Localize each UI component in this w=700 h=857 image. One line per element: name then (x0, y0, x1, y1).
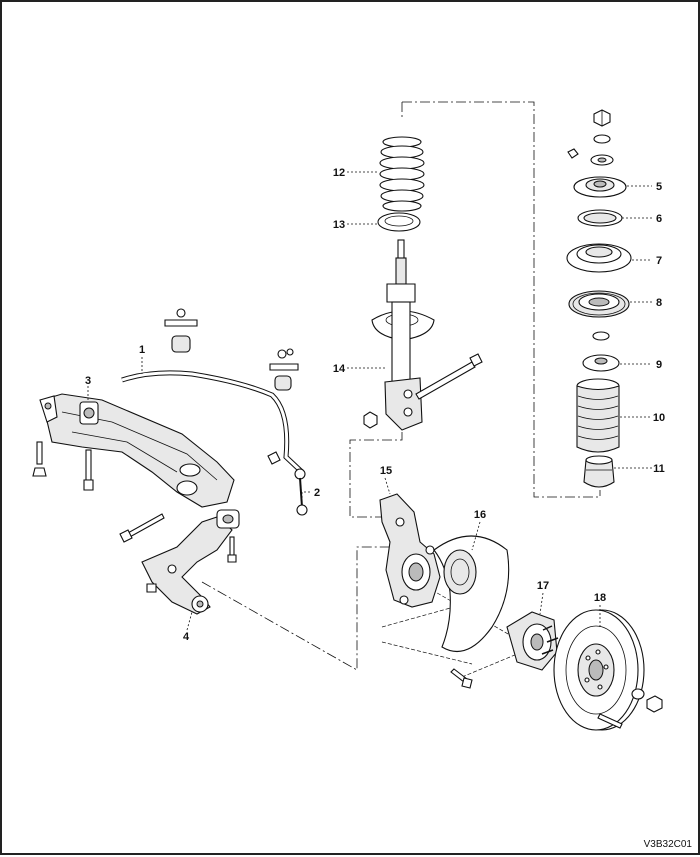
strut-mount-washer (590, 134, 614, 166)
lower-arm (141, 509, 240, 615)
upper-spring-seat (566, 243, 632, 273)
callout-9: 9 (656, 359, 662, 371)
crossmember-bolts (32, 441, 165, 543)
dust-shield-washer (582, 331, 620, 372)
lower-spring-insulator (377, 212, 421, 232)
disc-screw-and-nut (597, 688, 663, 729)
callout-10: 10 (653, 412, 665, 424)
hub-bearing (506, 611, 559, 671)
stabilizer-link (267, 451, 308, 516)
bump-stopper (583, 455, 615, 488)
callout-leaders (87, 171, 652, 631)
callout-7: 7 (656, 255, 662, 267)
dust-shield (433, 535, 510, 652)
crossmember (39, 393, 235, 508)
callout-1: 1 (139, 344, 145, 356)
strut-bolt (415, 353, 483, 400)
bearing (577, 209, 623, 227)
stabilizer-bar (121, 308, 304, 474)
callout-8: 8 (656, 297, 662, 309)
strut-mount-nut (593, 109, 611, 127)
figure-code: V3B32C01 (644, 839, 693, 850)
callout-16: 16 (474, 509, 486, 521)
callout-18: 18 (594, 592, 606, 604)
callout-15: 15 (380, 465, 392, 477)
callout-6: 6 (656, 213, 662, 225)
upper-spring-insulator (568, 290, 630, 318)
strut-mount-assembly (567, 148, 627, 198)
callout-2: 2 (314, 487, 320, 499)
dust-boot (576, 378, 620, 453)
callout-11: 11 (653, 463, 665, 475)
callout-17: 17 (537, 580, 549, 592)
brake-disc (553, 609, 645, 731)
knuckle-bolt (450, 668, 473, 689)
callout-3: 3 (85, 375, 91, 387)
callout-13: 13 (333, 219, 345, 231)
strut-assembly (363, 239, 435, 431)
callout-4: 4 (183, 631, 190, 643)
callout-5: 5 (656, 181, 662, 193)
callout-14: 14 (333, 363, 346, 375)
callout-12: 12 (333, 167, 345, 179)
steering-knuckle (379, 493, 441, 608)
coil-spring (379, 136, 425, 212)
